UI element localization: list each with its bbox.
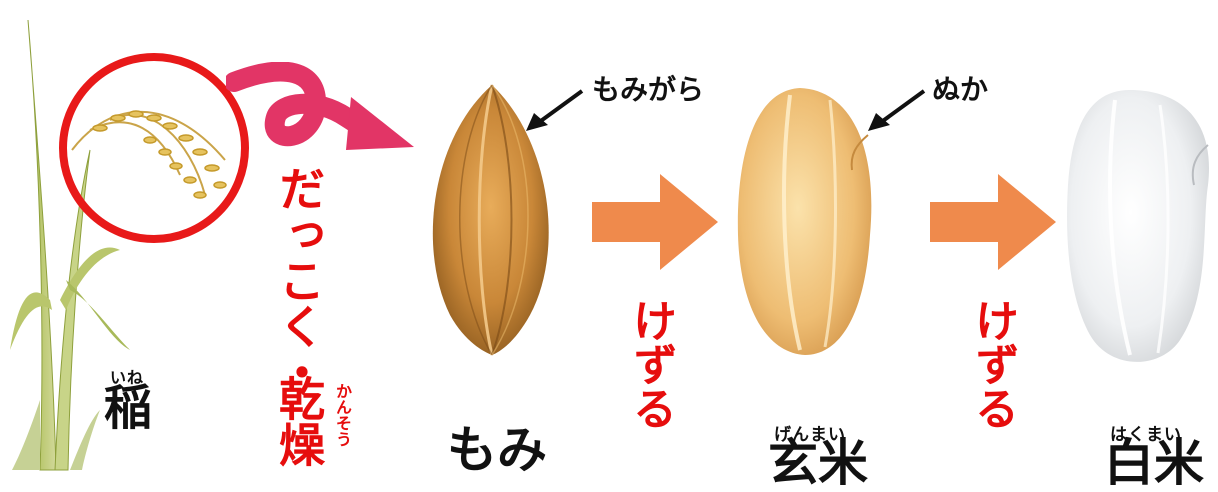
dakkoku-label: だっこく・: [272, 165, 326, 395]
nuka-label: ぬか: [932, 73, 989, 106]
hakumai-label: 白米: [1104, 434, 1204, 492]
momi-grain-image: [432, 84, 549, 356]
momigara-label: もみがら: [592, 73, 705, 106]
hakumai-grain-image: [1067, 90, 1210, 362]
curved-arrow-icon: [226, 62, 414, 150]
ine-label: 稲: [104, 380, 153, 436]
kezuru-2-label: けずる: [967, 298, 1018, 430]
step-arrow-1-icon: [592, 174, 718, 270]
momigara-pointer-arrow: [526, 89, 584, 131]
genmai-grain-image: [737, 88, 872, 355]
kansou-ruby: かんそう: [333, 383, 352, 447]
momi-label: もみ: [447, 421, 547, 479]
genmai-ruby: げんまい: [774, 425, 846, 445]
highlight-circle: [59, 53, 249, 243]
nuka-pointer-arrow: [868, 89, 926, 131]
kansou-label: 乾燥: [272, 375, 326, 467]
ine-ruby: いね: [110, 368, 145, 387]
rice-plant-illustration: [10, 19, 227, 471]
kezuru-1-label: けずる: [625, 298, 676, 430]
hakumai-ruby: はくまい: [1110, 425, 1182, 445]
step-arrow-2-icon: [930, 174, 1056, 270]
genmai-label: 玄米: [768, 434, 868, 492]
